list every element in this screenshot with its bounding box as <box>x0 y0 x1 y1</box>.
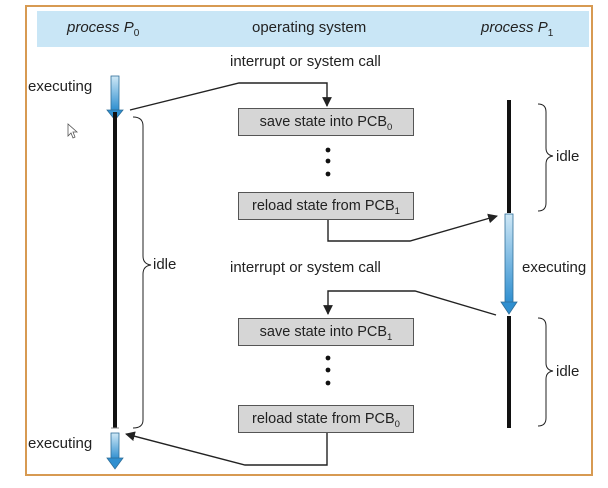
header-process-p0: process P0 <box>67 19 140 39</box>
label-interrupt-top: interrupt or system call <box>230 53 381 70</box>
os-ellipsis-top <box>325 147 331 177</box>
header-band <box>37 11 589 47</box>
arrow-p0-to-os <box>129 82 332 111</box>
label-p1-idle-bottom: idle <box>556 363 580 380</box>
box-save-state-pcb0: save state into PCB0 <box>238 108 414 136</box>
label-interrupt-mid: interrupt or system call <box>230 259 381 276</box>
label-p1-executing: executing <box>522 259 587 276</box>
box-reload-state-pcb1: reload state from PCB1 <box>238 192 414 220</box>
label-p0-executing-bottom: executing <box>28 435 93 452</box>
p0-timeline <box>106 75 124 470</box>
arrow-p1-to-os <box>323 290 497 316</box>
box-reload-state-pcb0: reload state from PCB0 <box>238 405 414 433</box>
p1-idle-brace-bottom <box>537 317 554 427</box>
p1-idle-brace-top <box>537 103 554 212</box>
p0-idle-brace <box>132 116 152 429</box>
p1-timeline <box>500 100 518 428</box>
box-save-state-pcb1: save state into PCB1 <box>238 318 414 346</box>
arrow-os-to-p1 <box>327 213 498 242</box>
label-p1-idle-top: idle <box>556 148 580 165</box>
arrow-os-to-p0 <box>125 431 328 466</box>
label-p0-idle: idle <box>153 256 177 273</box>
os-ellipsis-bottom <box>325 355 331 386</box>
header-operating-system: operating system <box>252 19 367 36</box>
header-process-p1: process P1 <box>481 19 554 39</box>
label-p0-executing-top: executing <box>28 78 93 95</box>
